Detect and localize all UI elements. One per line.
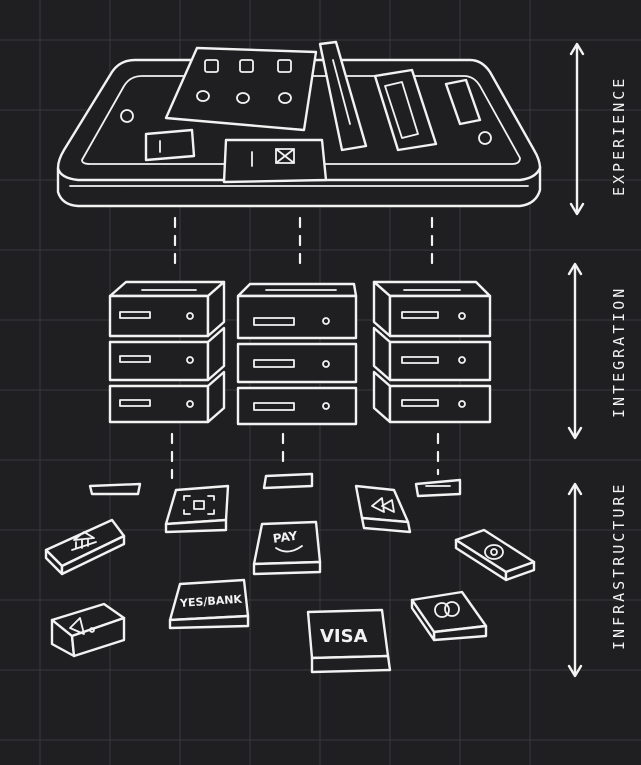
tile-circle-logo: [454, 528, 536, 582]
mastercard-icon: [434, 601, 460, 618]
tile-visa: VISA: [306, 608, 392, 674]
layer-arrow-infrastructure: [567, 482, 583, 678]
tile-qr-scan: [164, 484, 230, 534]
tile-blank-center: [262, 472, 314, 490]
app-screen-message-card: [222, 138, 328, 184]
visa-label: VISA: [320, 626, 368, 647]
triangle-logo-icon: [69, 617, 95, 635]
tile-rewind: [354, 484, 412, 534]
app-screen-small-card: [144, 128, 196, 162]
layer-label-experience: EXPERIENCE: [610, 76, 628, 196]
app-screen-grid: [164, 46, 318, 132]
app-screen-tall-card: [318, 40, 368, 152]
rewind-icon: [371, 497, 395, 513]
layer-arrow-experience: [569, 42, 585, 216]
tile-triangle-logo: [50, 602, 126, 658]
tile-bank: [44, 518, 126, 576]
qr-scan-icon: [183, 495, 215, 515]
connectors-bottom: [170, 432, 440, 480]
app-screen-list-card: [373, 68, 438, 152]
connectors-top: [173, 216, 434, 274]
server-stack-center: [236, 282, 358, 426]
server-stack-right: [372, 280, 492, 424]
app-screen-side-card: [444, 78, 482, 126]
tile-yes-bank: YES/BANK: [168, 578, 250, 630]
pay-label: PAY: [272, 529, 299, 546]
layer-arrow-integration: [567, 262, 583, 440]
server-stack-left: [108, 280, 226, 424]
tile-blank-left: [88, 482, 142, 496]
layer-label-infrastructure: INFRASTRUCTURE: [610, 482, 628, 650]
bank-icon: [71, 531, 97, 551]
pay-icon: PAY: [272, 529, 303, 553]
tile-blank-right: [414, 478, 462, 498]
tile-mastercard: [410, 590, 488, 642]
yes-bank-label: YES/BANK: [179, 593, 243, 610]
circle-logo-icon: [484, 544, 504, 560]
tile-pay: PAY: [252, 520, 322, 576]
layer-label-integration: INTEGRATION: [610, 286, 628, 418]
